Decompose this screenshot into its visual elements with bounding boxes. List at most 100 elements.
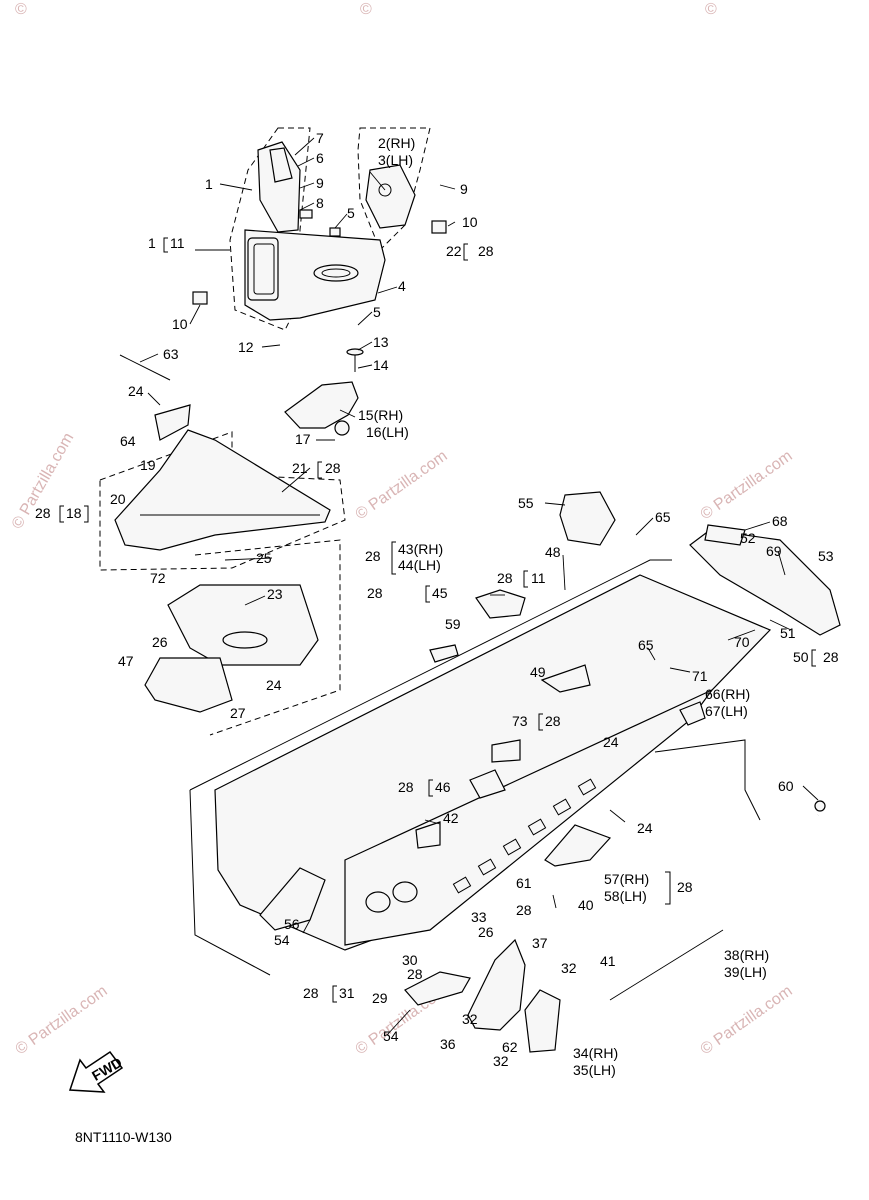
callout: 57(RH)	[604, 871, 649, 887]
callout: 6	[316, 150, 324, 166]
watermark: ©	[705, 1, 717, 18]
callout: 73	[512, 713, 528, 729]
callout: 28	[325, 460, 341, 476]
callout: 51	[780, 625, 796, 641]
callout: 62	[502, 1039, 518, 1055]
callout: 28	[497, 570, 513, 586]
callout: 35(LH)	[573, 1062, 616, 1078]
callout: 43(RH)	[398, 541, 443, 557]
callout: 72	[150, 570, 166, 586]
callout: 19	[140, 457, 156, 473]
callout: 15(RH)	[358, 407, 403, 423]
callout: 54	[274, 932, 290, 948]
callout: 29	[372, 990, 388, 1006]
callout: 24	[266, 677, 282, 693]
callout: 70	[734, 634, 750, 650]
callout: 23	[267, 586, 283, 602]
callout-labels: 7 6 1 9 8 5 1 11 10 12 2(RH) 3(LH) 9 10 …	[35, 130, 839, 1078]
callout: 56	[284, 916, 300, 932]
callout: 5	[347, 205, 355, 221]
callout: 32	[561, 960, 577, 976]
callout: 12	[238, 339, 254, 355]
callout: 39(LH)	[724, 964, 767, 980]
callout: 28	[516, 902, 532, 918]
callout: 33	[471, 909, 487, 925]
callout: 9	[316, 175, 324, 191]
callout: 44(LH)	[398, 557, 441, 573]
steering-frame-assembly	[99, 404, 346, 736]
watermark: © Partzilla.com	[698, 983, 796, 1059]
callout: 30	[402, 952, 418, 968]
diagram-code: 8NT1110-W130	[75, 1129, 172, 1145]
callout: 11	[170, 235, 185, 251]
callout: 32	[493, 1053, 509, 1069]
callout: 28	[35, 505, 51, 521]
callout: 45	[432, 585, 448, 601]
callout: 25	[256, 550, 272, 566]
callout: 17	[295, 431, 311, 447]
callout: 22	[446, 243, 462, 259]
callout: 63	[163, 346, 179, 362]
callout: 7	[316, 130, 324, 146]
callout: 28	[545, 713, 561, 729]
callout: 28	[407, 966, 423, 982]
callout: 2(RH)	[378, 135, 415, 151]
callout: 32	[462, 1011, 478, 1027]
callout: 11	[531, 570, 546, 586]
callout: 41	[600, 953, 616, 969]
callout: 26	[478, 924, 494, 940]
callout: 68	[772, 513, 788, 529]
callout: 54	[383, 1028, 399, 1044]
callout: 1	[148, 235, 156, 251]
callout: 65	[655, 509, 671, 525]
callout: 27	[230, 705, 246, 721]
callout: 49	[530, 664, 546, 680]
callout: 3(LH)	[378, 152, 413, 168]
callout: 14	[373, 357, 389, 373]
callout: 28	[365, 548, 381, 564]
callout: 10	[462, 214, 478, 230]
callout: 58(LH)	[604, 888, 647, 904]
callout: 61	[516, 875, 532, 891]
callout: 71	[692, 668, 708, 684]
callout: 53	[818, 548, 834, 564]
callout: 36	[440, 1036, 456, 1052]
watermark: © Partzilla.com	[698, 448, 796, 524]
callout: 28	[367, 585, 383, 601]
callout: 64	[120, 433, 136, 449]
callout: 28	[677, 879, 693, 895]
callout: 65	[638, 637, 654, 653]
callout: 31	[339, 985, 355, 1001]
callout: 38(RH)	[724, 947, 769, 963]
callout: 21	[292, 460, 308, 476]
callout: 52	[740, 530, 756, 546]
callout: 46	[435, 779, 451, 795]
callout: 28	[398, 779, 414, 795]
fwd-arrow: FWD	[68, 1050, 125, 1093]
callout: 4	[398, 278, 406, 294]
watermark: © Partzilla.com	[13, 983, 111, 1059]
callout: 42	[443, 810, 459, 826]
callout: 28	[823, 649, 839, 665]
callout: 37	[532, 935, 548, 951]
callout: 66(RH)	[705, 686, 750, 702]
callout: 24	[128, 383, 144, 399]
front-frame-assembly	[119, 127, 447, 436]
callout: 16(LH)	[366, 424, 409, 440]
callout: 40	[578, 897, 594, 913]
callout: 59	[445, 616, 461, 632]
callout: 34(RH)	[573, 1045, 618, 1061]
callout: 20	[110, 491, 126, 507]
callout: 13	[373, 334, 389, 350]
callout: 47	[118, 653, 134, 669]
leader-lines	[139, 137, 819, 1036]
callout: 28	[478, 243, 494, 259]
watermark: © Partzilla.com	[353, 448, 451, 524]
bracket-marks	[59, 237, 816, 1003]
callout: 5	[373, 304, 381, 320]
callout: 10	[172, 316, 188, 332]
callout: 24	[603, 734, 619, 750]
callout: 18	[66, 505, 82, 521]
callout: 24	[637, 820, 653, 836]
